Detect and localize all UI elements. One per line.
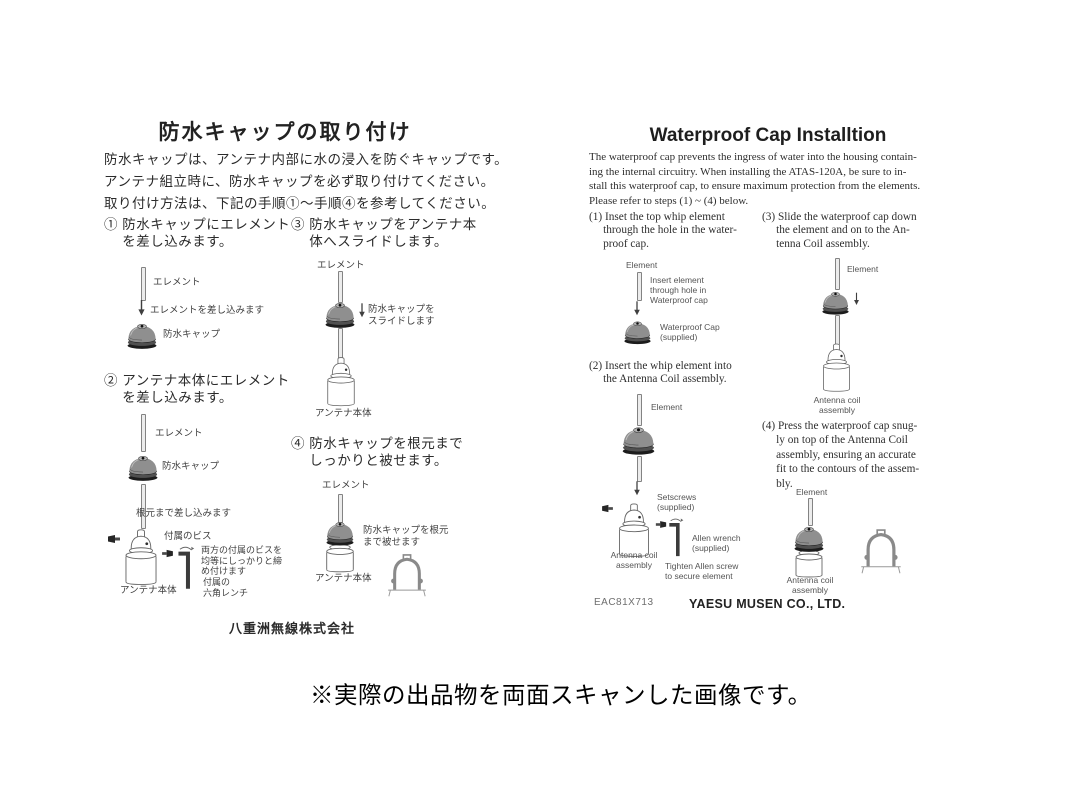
down-arrow-icon (633, 301, 641, 316)
setscrew-drawing (107, 534, 121, 544)
en-step1-insert-label: Insert element through hole in Waterproo… (650, 275, 708, 305)
down-arrow-icon (853, 292, 860, 306)
element-rod (141, 414, 146, 452)
element-rod (637, 394, 642, 426)
element-rod (141, 484, 146, 529)
jp-step2-tighten-label: 両方の付属のビスを 均等にしっかりと締 め付けます (201, 545, 283, 576)
jp-step2-base-label: 根元まで差し込みます (136, 508, 232, 519)
jp-step3-body-label: アンテナ本体 (315, 408, 372, 419)
en-step4-element-label: Element (796, 487, 828, 497)
antenna-body-drawing (814, 342, 859, 393)
waterproof-cap-drawing (821, 288, 850, 316)
jp-step2-heading: ② アンテナ本体にエレメント を差し込みます。 (104, 373, 290, 405)
setscrew-drawing (161, 549, 174, 558)
en-assembly-body-label: Antenna coil assembly (610, 550, 658, 570)
jp-step2-body-label: アンテナ本体 (120, 585, 177, 596)
en-company-name: YAESU MUSEN CO., LTD. (689, 597, 846, 611)
allen-wrench-drawing (668, 516, 685, 561)
waterproof-cap-drawing (127, 449, 159, 485)
en-page-title: Waterproof Cap Installtion (649, 125, 887, 146)
waterproof-cap-drawing (126, 317, 158, 353)
jp-step4-element-label: エレメント (322, 480, 370, 491)
jp-step4-body-label: アンテナ本体 (315, 573, 372, 584)
jp-step1-insert-label: エレメントを差し込みます (150, 305, 265, 316)
jp-step3-slide-label: 防水キャップを スライドします (368, 304, 435, 327)
jp-step1-element-label: エレメント (153, 277, 201, 288)
en-step4-body-label: Antenna coil assembly (786, 575, 834, 595)
setscrew-drawing (601, 504, 614, 513)
jp-intro-text: 防水キャップは、アンテナ内部に水の浸入を防ぐキャップです。 アンテナ組立時に、防… (104, 152, 509, 211)
en-step4-heading: (4) Press the waterproof cap snug- ly on… (762, 420, 920, 490)
down-arrow-icon (137, 300, 146, 316)
jp-step2-wrench-label: 付属の 六角レンチ (203, 577, 249, 598)
en-step1-heading: (1) Inset the top whip element through t… (589, 211, 737, 250)
document-code: EAC81X713 (594, 597, 654, 608)
en-setscrews-label: Setscrews (supplied) (657, 492, 697, 512)
element-rod (835, 258, 840, 290)
element-rod (338, 271, 343, 303)
jp-step2-screw-label: 付属のビス (164, 531, 212, 542)
jp-step2-cap-label: 防水キャップ (162, 461, 220, 472)
element-rod (808, 498, 813, 526)
waterproof-cap-drawing (793, 523, 825, 553)
listing-caption: ※実際の出品物を両面スキャンした画像です。 (310, 682, 812, 708)
jp-company-name: 八重洲無線株式会社 (229, 621, 356, 636)
en-step1-cap-label: Waterproof Cap (supplied) (660, 322, 720, 342)
down-arrow-icon (358, 303, 366, 318)
cap-cross-section-drawing (856, 527, 906, 574)
waterproof-cap-drawing (623, 316, 652, 347)
en-step3-element-label: Element (847, 264, 879, 274)
en-wrench-label: Allen wrench (supplied) (692, 533, 741, 553)
jp-step1-heading: ① 防水キャップにエレメント を差し込みます。 (104, 217, 291, 249)
element-rod (637, 456, 642, 482)
waterproof-cap-drawing (324, 299, 356, 329)
antenna-body-drawing (115, 526, 167, 588)
jp-step3-element-label: エレメント (317, 260, 365, 271)
en-step3-body-label: Antenna coil assembly (813, 395, 861, 415)
jp-step1-cap-label: 防水キャップ (163, 329, 221, 340)
en-intro-text: The waterproof cap prevents the ingress … (589, 151, 921, 207)
setscrew-drawing (655, 520, 667, 529)
en-step2-heading: (2) Insert the whip element into the Ant… (589, 360, 732, 386)
waterproof-cap-drawing (325, 518, 355, 547)
jp-step2-element-label: エレメント (155, 428, 203, 439)
element-rod (141, 267, 146, 301)
jp-step4-fit-label: 防水キャップを根元 まで被せます (363, 525, 449, 548)
jp-step3-heading: ③ 防水キャップをアンテナ本 体へスライドします。 (291, 217, 477, 249)
en-step2-element-label: Element (651, 402, 683, 412)
cap-cross-section-drawing (383, 552, 431, 597)
antenna-body-drawing (317, 356, 365, 407)
element-rod (835, 315, 840, 345)
en-step3-heading: (3) Slide the waterproof cap down the el… (762, 211, 917, 250)
down-arrow-icon (633, 481, 641, 496)
element-rod (637, 272, 642, 301)
waterproof-cap-drawing (621, 423, 656, 456)
jp-page-title: 防水キャップの取り付け (158, 121, 412, 144)
en-tighten-label: Tighten Allen screw to secure element (665, 561, 739, 581)
allen-wrench-drawing (177, 545, 196, 593)
jp-step4-heading: ④ 防水キャップを根元まで しっかりと被せます。 (291, 436, 464, 468)
en-step1-element-label: Element (626, 260, 658, 270)
